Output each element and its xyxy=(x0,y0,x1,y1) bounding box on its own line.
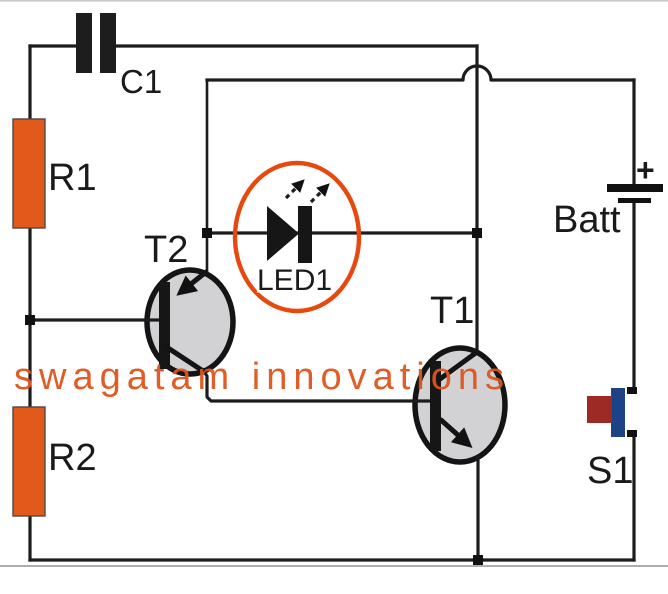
junction-dot xyxy=(202,228,212,238)
led1-emission-arrow-1 xyxy=(284,179,305,200)
junction-dots xyxy=(25,228,483,565)
bottom-border-line xyxy=(0,565,668,567)
transistor-t2-icon xyxy=(159,269,209,374)
wire-top-rail-with-hop xyxy=(205,64,636,82)
c1-plate-left xyxy=(76,13,92,73)
label-c1: C1 xyxy=(120,63,162,100)
battery-polarity-plus: + xyxy=(636,152,655,188)
s1-button-bar xyxy=(611,388,625,437)
t1-base-bar xyxy=(430,361,441,451)
label-t2: T2 xyxy=(144,229,188,271)
t2-emitter-arrow xyxy=(176,269,209,296)
label-t1: T1 xyxy=(430,290,474,332)
transistor-t1-icon xyxy=(430,349,480,451)
wires xyxy=(28,44,636,562)
led1-icon xyxy=(232,160,362,314)
led1-ring xyxy=(232,160,362,314)
battery-icon xyxy=(607,184,663,203)
s1-actuator xyxy=(587,396,612,423)
s1-top-contact xyxy=(627,387,637,394)
top-border-line xyxy=(0,0,668,2)
label-led1: LED1 xyxy=(257,264,332,297)
junction-dot xyxy=(472,228,482,238)
label-batt: Batt xyxy=(553,199,621,241)
label-r2: R2 xyxy=(48,437,97,479)
t2-base-bar xyxy=(159,282,170,369)
s1-bottom-contact xyxy=(627,430,637,437)
t2-collector-lead xyxy=(162,343,206,374)
battery-negative-plate xyxy=(618,198,651,203)
switch-s1-icon xyxy=(587,387,637,437)
led1-anode-triangle xyxy=(267,206,299,261)
t1-collector-lead xyxy=(437,349,480,382)
label-s1: S1 xyxy=(587,450,633,492)
led1-emission-arrow-2 xyxy=(309,183,330,204)
c1-plate-right xyxy=(100,13,116,73)
resistor-r2-icon xyxy=(12,406,46,517)
label-r1: R1 xyxy=(48,157,97,199)
junction-dot xyxy=(25,315,35,325)
junction-dot xyxy=(473,555,483,565)
watermark-text: swagatam innovations xyxy=(14,356,510,398)
wire-t2-collector-to-t1-base xyxy=(200,367,436,403)
battery-positive-plate xyxy=(607,184,663,192)
t1-emitter-arrow xyxy=(438,417,473,448)
capacitor-c1-icon xyxy=(76,13,116,73)
led1-cathode-bar xyxy=(298,206,312,263)
resistor-r1-icon xyxy=(12,118,46,229)
